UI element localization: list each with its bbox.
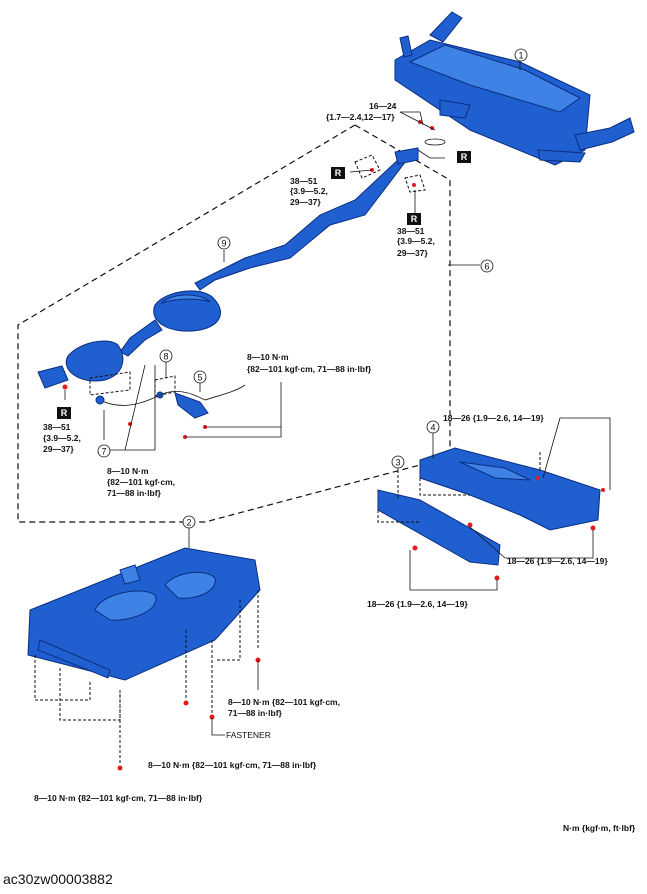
torque-16-24: 16—24 — [369, 101, 397, 111]
assembly-boundary — [17, 124, 451, 523]
image-code: ac30zw00003882 — [3, 871, 113, 887]
svg-text:R: R — [335, 168, 342, 178]
replace-badge-3: R — [407, 213, 421, 225]
callout-8: 8 — [159, 349, 173, 363]
callout-9: 9 — [217, 236, 231, 250]
torque-38-51-b-kgf: {3.9—5.2, — [397, 236, 435, 246]
replace-badge-1: R — [331, 167, 345, 179]
torque-38-51-a-ftlbf: 29—37} — [290, 197, 321, 207]
under-cover-side — [377, 489, 501, 566]
svg-text:7: 7 — [101, 447, 106, 457]
torque-38-51-a-kgf: {3.9—5.2, — [290, 186, 328, 196]
svg-text:2: 2 — [186, 518, 191, 528]
torque-38-51-c-kgf: {3.9—5.2, — [43, 433, 81, 443]
svg-text:4: 4 — [430, 423, 435, 433]
svg-text:R: R — [61, 408, 68, 418]
callout-4: 4 — [426, 420, 440, 434]
replace-badge-4: R — [57, 407, 71, 419]
torque-38-51-b-ftlbf: 29—37} — [397, 248, 428, 258]
under-cover-large — [27, 547, 261, 681]
callout-5: 5 — [193, 370, 207, 384]
callout-3: 3 — [391, 455, 405, 469]
svg-text:8: 8 — [163, 352, 168, 362]
oxygen-sensor-harness — [95, 384, 246, 419]
svg-text:3: 3 — [395, 458, 400, 468]
torque-8-10-harness-inlbf: 71—88 in·lbf} — [107, 488, 162, 498]
svg-text:1: 1 — [518, 51, 523, 61]
svg-text:5: 5 — [197, 373, 202, 383]
torque-18-26-bottom: 18—26 {1.9—2.6, 14—19} — [367, 599, 468, 609]
callout-2: 2 — [182, 515, 196, 529]
replace-badge-2: R — [457, 151, 471, 163]
callout-6: 6 — [480, 259, 494, 273]
torque-8-10-sensor: 8—10 N·m — [247, 352, 289, 362]
torque-8-10-cover-b: 8—10 N·m {82—101 kgf·cm, 71—88 in·lbf} — [148, 760, 317, 770]
fastener-label: FASTENER — [226, 730, 271, 740]
torque-18-26-mid: 18—26 {1.9—2.6, 14—19} — [507, 556, 608, 566]
torque-8-10-cover-a-inlbf: 71—88 in·lbf} — [228, 708, 283, 718]
callout-7: 7 — [97, 444, 111, 458]
torque-8-10-cover-c: 8—10 N·m {82—101 kgf·cm, 71—88 in·lbf} — [34, 793, 203, 803]
callout-1: 1 — [514, 48, 528, 62]
under-cover-rear — [419, 447, 601, 531]
torque-16-24-imperial: {1.7—2.4,12—17} — [326, 112, 395, 122]
main-silencer — [394, 11, 635, 166]
torque-38-51-b: 38—51 — [397, 226, 425, 236]
units-legend: N·m {kgf·m, ft·lbf} — [563, 823, 636, 833]
torque-38-51-c-ftlbf: 29—37} — [43, 444, 74, 454]
torque-38-51-c: 38—51 — [43, 422, 71, 432]
svg-text:6: 6 — [484, 262, 489, 272]
torque-38-51-a: 38—51 — [290, 176, 318, 186]
torque-8-10-harness: 8—10 N·m — [107, 466, 149, 476]
front-pipe-assembly — [37, 147, 419, 389]
svg-text:R: R — [461, 152, 468, 162]
torque-8-10-cover-a: 8—10 N·m {82—101 kgf·cm, — [228, 697, 340, 707]
svg-text:R: R — [411, 214, 418, 224]
leader-lines — [64, 60, 611, 736]
fastener-markers — [62, 120, 605, 771]
svg-text:9: 9 — [221, 239, 226, 249]
torque-8-10-sensor-imperial: {82—101 kgf·cm, 71—88 in·lbf} — [247, 364, 372, 374]
torque-8-10-harness-kgf: {82—101 kgf·cm, — [107, 477, 175, 487]
torque-18-26-top: 18—26 {1.9—2.6, 14—19} — [443, 413, 544, 423]
